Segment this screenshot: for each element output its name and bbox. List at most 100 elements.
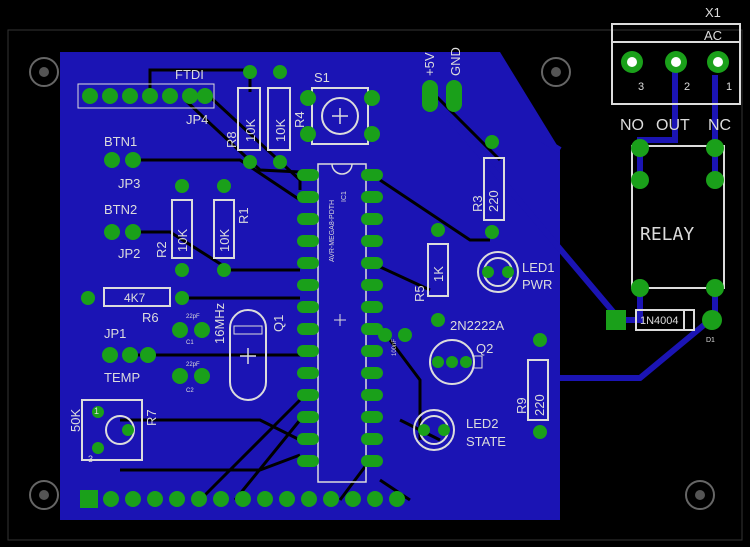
label-t2: 2 bbox=[684, 81, 690, 93]
header-pin bbox=[103, 491, 119, 507]
header-pin bbox=[125, 491, 141, 507]
header-pin bbox=[213, 491, 229, 507]
label-c3: 100nF bbox=[392, 339, 398, 356]
label-t1: 1 bbox=[726, 81, 732, 93]
jumper-pads bbox=[102, 152, 156, 363]
label-nc: NC bbox=[708, 117, 731, 134]
label-d1: D1 bbox=[706, 337, 715, 344]
bottom-header bbox=[80, 490, 405, 508]
label-r6v: 4K7 bbox=[124, 291, 146, 305]
header-pin bbox=[389, 491, 405, 507]
label-c2n: C2 bbox=[186, 388, 194, 394]
ic-pin bbox=[297, 389, 319, 401]
label-r8v: 10K bbox=[243, 119, 258, 142]
label-d1v: 1N4004 bbox=[640, 315, 679, 327]
ic-pin bbox=[297, 191, 319, 203]
ic-pin bbox=[361, 433, 383, 445]
header-pin bbox=[323, 491, 339, 507]
label-x1: X1 bbox=[705, 5, 721, 20]
diode-body bbox=[635, 309, 695, 331]
resistor-pads bbox=[81, 65, 547, 439]
ic-pin bbox=[297, 345, 319, 357]
ic-pin bbox=[361, 345, 383, 357]
label-r3: R3 bbox=[470, 195, 485, 212]
label-pwr: PWR bbox=[522, 277, 552, 292]
potentiometer bbox=[81, 399, 143, 461]
label-r5: R5 bbox=[412, 285, 427, 302]
label-led1: LED1 bbox=[522, 260, 555, 275]
header-pin bbox=[279, 491, 295, 507]
label-r2: R2 bbox=[154, 241, 169, 258]
ftdi-header bbox=[77, 83, 215, 109]
ic-pin bbox=[297, 411, 319, 423]
header-pin bbox=[345, 491, 361, 507]
mounting-holes bbox=[29, 57, 715, 510]
label-ac: AC bbox=[704, 28, 722, 43]
ic-pin bbox=[361, 213, 383, 225]
power-header bbox=[422, 80, 462, 112]
ic-pin bbox=[361, 455, 383, 467]
label-jp3: JP3 bbox=[118, 176, 140, 191]
crystal-q1 bbox=[229, 309, 267, 401]
header-pin bbox=[235, 491, 251, 507]
ic-pin bbox=[361, 389, 383, 401]
header-pin bbox=[169, 491, 185, 507]
label-no: NO bbox=[620, 117, 644, 134]
diode-pad-1 bbox=[606, 310, 626, 330]
label-r2v: 10K bbox=[175, 229, 190, 252]
label-pot: 50K bbox=[68, 409, 83, 432]
label-r1v: 10K bbox=[217, 229, 232, 252]
header-pin bbox=[147, 491, 163, 507]
capacitors bbox=[172, 322, 412, 384]
label-r3v: 220 bbox=[486, 190, 501, 212]
label-c2: 22pF bbox=[186, 362, 200, 368]
ic-pin bbox=[361, 191, 383, 203]
silk-labels: X1 AC 3 2 1 NO OUT NC RELAY 1N4004 D1 FT… bbox=[68, 5, 732, 464]
ic-pin bbox=[297, 213, 319, 225]
label-c1: 22pF bbox=[186, 314, 200, 320]
label-ftdi: FTDI bbox=[175, 67, 204, 82]
ic-pin bbox=[297, 323, 319, 335]
label-btn1: BTN1 bbox=[104, 134, 137, 149]
label-ic: AVR-MEGA8-PDTH bbox=[329, 200, 336, 262]
ic-pin bbox=[361, 367, 383, 379]
header-pin bbox=[301, 491, 317, 507]
relay-outline bbox=[611, 23, 741, 289]
ic-pin bbox=[361, 411, 383, 423]
label-out: OUT bbox=[656, 117, 690, 134]
label-r5v: 1K bbox=[431, 266, 446, 282]
label-q2type: 2N2222A bbox=[450, 318, 505, 333]
label-gnd: GND bbox=[448, 47, 463, 76]
label-relay: RELAY bbox=[640, 224, 694, 245]
label-r9: R9 bbox=[514, 397, 529, 414]
label-p3: 3 bbox=[88, 454, 93, 464]
label-freq: 16MHz bbox=[212, 303, 227, 344]
label-s1: S1 bbox=[314, 70, 330, 85]
transistor-q2 bbox=[429, 339, 483, 385]
terminal-block-pads bbox=[621, 51, 729, 73]
label-q1: Q1 bbox=[271, 315, 286, 332]
label-q2: Q2 bbox=[476, 341, 493, 356]
ic-pin bbox=[297, 433, 319, 445]
ic-pin bbox=[297, 279, 319, 291]
label-r8: R8 bbox=[224, 131, 239, 148]
label-led2: LED2 bbox=[466, 416, 499, 431]
header-pin bbox=[257, 491, 273, 507]
label-state: STATE bbox=[466, 434, 506, 449]
ic-pin bbox=[297, 257, 319, 269]
label-t3: 3 bbox=[638, 81, 644, 93]
label-btn2: BTN2 bbox=[104, 202, 137, 217]
label-c1n: C1 bbox=[186, 340, 194, 346]
label-temp: TEMP bbox=[104, 370, 140, 385]
relay-pads bbox=[631, 139, 724, 297]
label-r9v: 220 bbox=[532, 394, 547, 416]
header-pin bbox=[367, 491, 383, 507]
label-r1: R1 bbox=[236, 207, 251, 224]
resistor-bodies bbox=[103, 87, 549, 421]
label-5v: +5V bbox=[422, 52, 437, 76]
ic-pin bbox=[361, 279, 383, 291]
label-r7: R7 bbox=[144, 409, 159, 426]
board-outline bbox=[7, 29, 743, 541]
ic-pin bbox=[297, 367, 319, 379]
label-jp2: JP2 bbox=[118, 246, 140, 261]
